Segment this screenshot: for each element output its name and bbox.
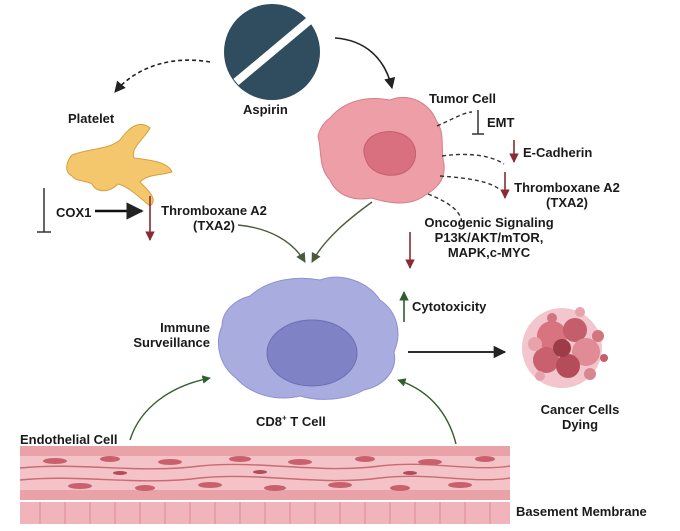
oncogenic-signaling-label: Oncogenic Signaling P13K/AKT/mTOR, MAPK,… xyxy=(414,215,564,260)
immune-surveillance-label: Immune Surveillance xyxy=(118,320,210,350)
tumor-to-tcell-arrow xyxy=(311,201,373,263)
basement-membrane-label: Basement Membrane xyxy=(516,504,647,519)
tumor-to-ecadherin-connector xyxy=(441,153,505,165)
cox1-inhibition-bar xyxy=(37,188,51,233)
platelet-to-tcell-arrow xyxy=(237,224,306,263)
oncogenic-line2: P13K/AKT/mTOR, xyxy=(434,230,544,245)
aspirin-label: Aspirin xyxy=(243,102,288,117)
cd8-superscript: + xyxy=(282,413,287,423)
thromboxane-left-line2: (TXA2) xyxy=(193,218,235,233)
basement-membrane xyxy=(20,502,510,524)
dying-cancer-cells-cluster xyxy=(522,307,608,388)
aspirin-to-tumor-arrow xyxy=(334,37,396,90)
e-cadherin-label: E-Cadherin xyxy=(523,145,593,160)
cancer-cells-dying-label: Cancer Cells Dying xyxy=(530,402,630,432)
endothelial-cell-label: Endothelial Cell xyxy=(20,432,118,447)
cox1-label: COX1 xyxy=(56,205,92,220)
tumor-nucleus xyxy=(363,131,416,176)
cancer-line2: Dying xyxy=(561,417,599,432)
emt-inhibition-bar xyxy=(472,110,484,135)
aspirin-to-platelet-arrow xyxy=(114,59,211,93)
aspirin-pill-icon xyxy=(224,4,320,100)
thromboxane-right-line1: Thromboxane A2 xyxy=(514,180,620,195)
thromboxane-right-label: Thromboxane A2 (TXA2) xyxy=(508,180,626,210)
cancer-line1: Cancer Cells xyxy=(540,402,620,417)
cd8-prefix: CD8 xyxy=(256,414,283,429)
tumor-to-oncogenic-connector xyxy=(427,193,463,223)
emt-label: EMT xyxy=(487,115,515,130)
platelet-label: Platelet xyxy=(68,111,115,126)
thromboxane-left-line1: Thromboxane A2 xyxy=(161,203,267,218)
platelet-cell xyxy=(66,124,173,207)
thromboxane-right-line2: (TXA2) xyxy=(546,195,588,210)
tumor-cell-label: Tumor Cell xyxy=(429,91,496,106)
immune-line2: Surveillance xyxy=(133,335,210,350)
vessel-to-tcell-right-arrow xyxy=(397,378,457,445)
endothelial-vessel xyxy=(19,446,511,500)
vessel-to-tcell-left-arrow xyxy=(129,375,211,441)
tumor-to-emt-connector xyxy=(436,111,473,127)
tumor-to-txa2-connector xyxy=(439,175,501,191)
thromboxane-left-label: Thromboxane A2 (TXA2) xyxy=(155,203,273,233)
oncogenic-line3: MAPK,c-MYC xyxy=(447,245,531,260)
immune-line1: Immune xyxy=(160,320,210,335)
oncogenic-line1: Oncogenic Signaling xyxy=(424,215,554,230)
cd8-t-cell-label: CD8+ T Cell xyxy=(256,414,326,429)
t-cell-nucleus xyxy=(266,319,358,387)
cytotoxicity-label: Cytotoxicity xyxy=(412,299,487,314)
cd8-suffix: T Cell xyxy=(286,414,326,429)
